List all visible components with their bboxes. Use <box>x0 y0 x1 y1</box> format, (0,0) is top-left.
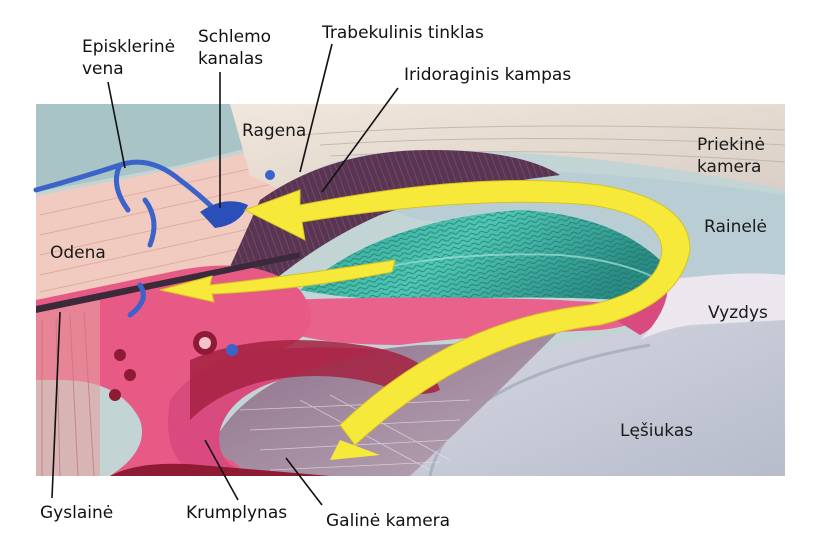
label-iridoraginis-kampas: Iridoraginis kampas <box>404 65 571 85</box>
aqueous-flow-arrow-tail <box>330 440 380 460</box>
leader-gyslaine <box>51 311 61 499</box>
leader-krumplynas <box>204 439 239 501</box>
choroid-shape <box>36 252 300 313</box>
label-krumplynas: Krumplynas <box>186 503 287 523</box>
label-trabekulinis-tinklas: Trabekulinis tinklas <box>321 23 484 43</box>
label-gyslaine: Gyslainė <box>40 503 113 523</box>
leader-iridoraginis-kampas <box>321 87 399 193</box>
label-rainele: Rainelė <box>704 217 767 237</box>
aqueous-flow-arrow-main <box>243 180 691 446</box>
label-ragena: Ragena <box>242 121 306 141</box>
label-schlemo-kanalas: Schlemo kanalas <box>198 27 276 69</box>
label-galine-kamera: Galinė kamera <box>326 511 450 531</box>
episcleral-vein-shape <box>33 159 218 318</box>
ciliary-body-shape <box>36 265 312 476</box>
label-lesiukas: Lęšiukas <box>620 421 693 441</box>
leader-trabekulinis-tinklas <box>299 43 333 173</box>
leader-galine-kamera <box>285 457 323 506</box>
aqueous-flow-arrow-uveoscleral <box>159 259 396 303</box>
cornea-shape <box>230 104 785 190</box>
lens-shape <box>410 320 785 476</box>
ciliary-process-shape <box>190 340 440 420</box>
label-priekine-kamera: Priekinė kamera <box>697 135 770 177</box>
pupil-area-shape <box>640 273 785 340</box>
label-odena: Odena <box>50 243 106 263</box>
schlemm-canal-shape <box>200 201 248 228</box>
leader-episklerine-vena <box>107 81 126 169</box>
label-vyzdys: Vyzdys <box>708 303 768 323</box>
label-episklerine-vena: Episklerinė vena <box>82 37 181 79</box>
